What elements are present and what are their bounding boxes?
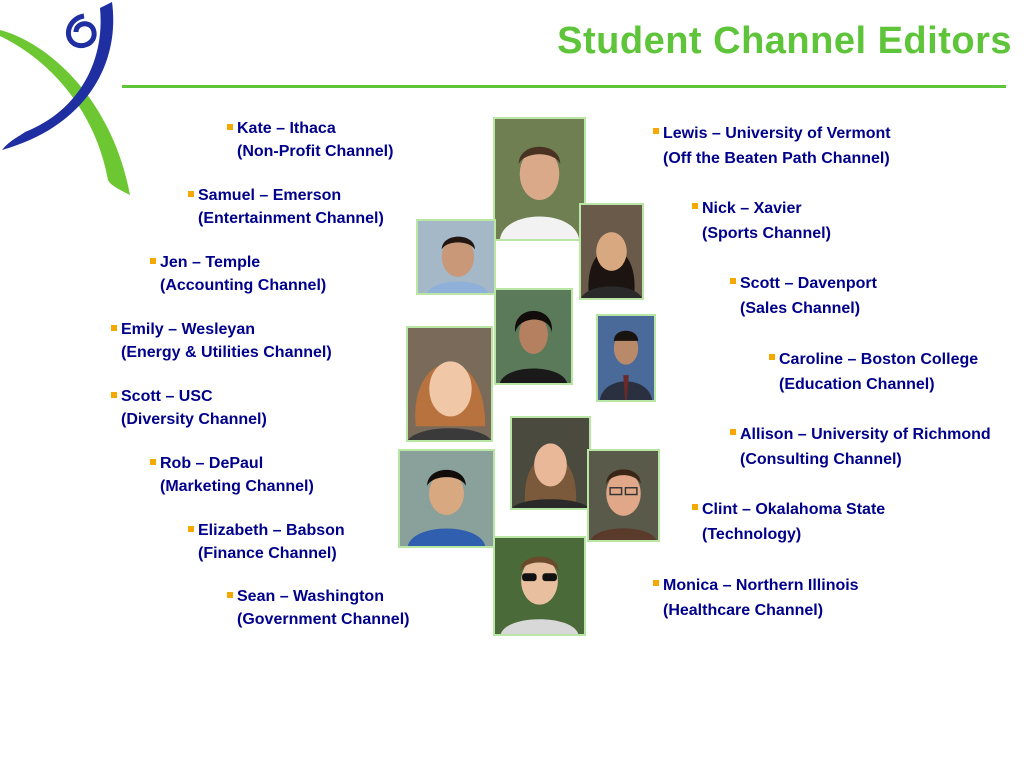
editor-name: Clint – Okalahoma State xyxy=(702,501,886,518)
editor-channel: (Sports Channel) xyxy=(702,225,831,242)
editor-name: Jen – Temple xyxy=(160,254,261,271)
bullet-icon xyxy=(188,191,194,197)
list-item: Rob – DePaul (Marketing Channel) xyxy=(150,452,314,498)
editor-photo xyxy=(406,326,493,442)
bullet-icon xyxy=(653,580,659,586)
bullet-icon xyxy=(653,128,659,134)
bullet-icon xyxy=(150,258,156,264)
editor-photo xyxy=(596,314,656,402)
list-item: Nick – Xavier (Sports Channel) xyxy=(692,196,831,246)
list-item: Lewis – University of Vermont (Off the B… xyxy=(653,121,891,171)
editor-channel: (Off the Beaten Path Channel) xyxy=(663,150,890,167)
logo-icon xyxy=(0,2,130,195)
list-item: Jen – Temple (Accounting Channel) xyxy=(150,251,327,297)
bullet-icon xyxy=(111,325,117,331)
editor-channel: (Sales Channel) xyxy=(740,300,861,317)
bullet-icon xyxy=(150,459,156,465)
editor-channel: (Energy & Utilities Channel) xyxy=(121,344,332,361)
list-item: Monica – Northern Illinois (Healthcare C… xyxy=(653,573,859,623)
editor-name: Nick – Xavier xyxy=(702,200,802,217)
editor-name: Allison – University of Richmond xyxy=(740,426,991,443)
list-item: Scott – Davenport (Sales Channel) xyxy=(730,271,877,321)
bullet-icon xyxy=(692,504,698,510)
editor-channel: (Consulting Channel) xyxy=(740,451,902,468)
list-item: Allison – University of Richmond (Consul… xyxy=(730,422,991,472)
bullet-icon xyxy=(730,429,736,435)
bullet-icon xyxy=(769,354,775,360)
editor-channel: (Finance Channel) xyxy=(198,545,337,562)
list-item: Sean – Washington (Government Channel) xyxy=(227,585,410,631)
list-item: Scott – USC (Diversity Channel) xyxy=(111,385,267,431)
editor-channel: (Accounting Channel) xyxy=(160,277,327,294)
editor-photo xyxy=(398,449,495,548)
editor-name: Caroline – Boston College xyxy=(779,351,979,368)
editor-channel: (Technology) xyxy=(702,526,802,543)
list-item: Caroline – Boston College (Education Cha… xyxy=(769,347,979,397)
list-item: Kate – Ithaca (Non-Profit Channel) xyxy=(227,117,394,163)
editor-channel: (Non-Profit Channel) xyxy=(237,143,394,160)
editor-name: Lewis – University of Vermont xyxy=(663,125,891,142)
editor-photo xyxy=(493,117,586,241)
editor-name: Samuel – Emerson xyxy=(198,187,342,204)
list-item: Samuel – Emerson (Entertainment Channel) xyxy=(188,184,384,230)
bullet-icon xyxy=(188,526,194,532)
bullet-icon xyxy=(692,203,698,209)
bullet-icon xyxy=(227,592,233,598)
title-divider xyxy=(122,85,1006,88)
list-item: Emily – Wesleyan (Energy & Utilities Cha… xyxy=(111,318,332,364)
editor-name: Monica – Northern Illinois xyxy=(663,577,859,594)
editor-photo xyxy=(416,219,496,295)
editor-name: Scott – Davenport xyxy=(740,275,877,292)
editor-photo xyxy=(494,288,573,385)
editor-name: Emily – Wesleyan xyxy=(121,321,255,338)
editor-name: Rob – DePaul xyxy=(160,455,264,472)
list-item: Clint – Okalahoma State (Technology) xyxy=(692,497,886,547)
editor-channel: (Government Channel) xyxy=(237,611,410,628)
editor-channel: (Healthcare Channel) xyxy=(663,602,824,619)
editor-photo xyxy=(579,203,644,300)
editor-channel: (Education Channel) xyxy=(779,376,935,393)
editor-name: Sean – Washington xyxy=(237,588,384,605)
editor-name: Scott – USC xyxy=(121,388,213,405)
list-item: Elizabeth – Babson (Finance Channel) xyxy=(188,519,345,565)
editor-channel: (Entertainment Channel) xyxy=(198,210,384,227)
editor-photo xyxy=(510,416,591,510)
bullet-icon xyxy=(111,392,117,398)
editor-photo xyxy=(587,449,660,542)
editor-name: Elizabeth – Babson xyxy=(198,522,345,539)
editor-name: Kate – Ithaca xyxy=(237,120,336,137)
bullet-icon xyxy=(227,124,233,130)
editor-photo xyxy=(493,536,586,636)
editor-channel: (Diversity Channel) xyxy=(121,411,267,428)
editor-channel: (Marketing Channel) xyxy=(160,478,314,495)
page-title: Student Channel Editors xyxy=(557,20,1012,62)
bullet-icon xyxy=(730,278,736,284)
